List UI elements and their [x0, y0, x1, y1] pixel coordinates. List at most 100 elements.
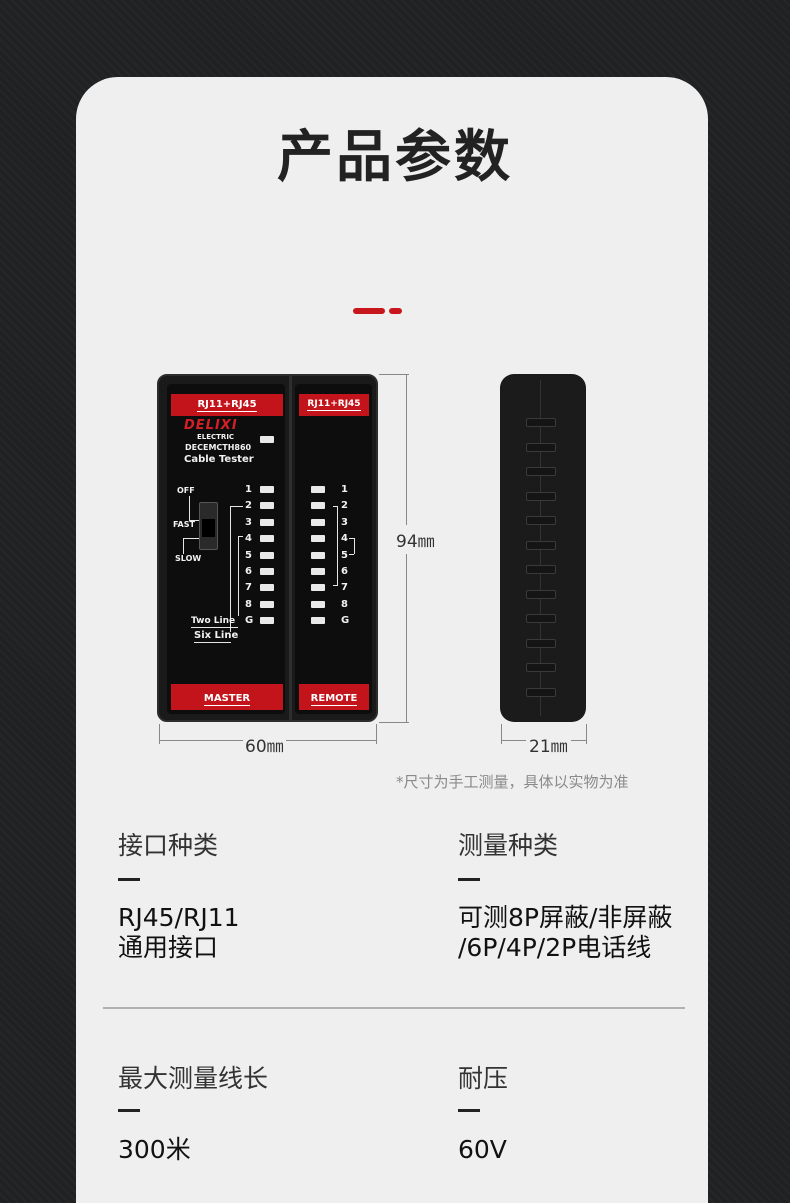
master-bottom-label: MASTER: [171, 684, 283, 710]
tester-side-view: [500, 374, 586, 722]
remote-top-label: RJ11+RJ45: [299, 394, 369, 416]
product-name: Cable Tester: [184, 454, 254, 465]
switch-guide: [189, 496, 190, 520]
device-split-seam: [289, 376, 292, 720]
remote-pin-led: [311, 518, 325, 526]
spec-dash: [458, 1109, 480, 1112]
remote-bracket: [349, 554, 354, 555]
title-accent-dot: [389, 308, 402, 314]
depth-dimension: 21㎜: [526, 732, 571, 757]
dim-line: [501, 724, 502, 744]
remote-pin-number: 1: [341, 484, 348, 495]
brand-sub: ELECTRIC: [197, 433, 235, 441]
tester-front-view: RJ11+RJ45 DELIXI ELECTRIC DECEMCTH860 Ca…: [157, 374, 378, 722]
remote-pin-led: [311, 600, 325, 608]
master-pin-number: 4: [245, 533, 252, 545]
dim-line: [379, 374, 409, 375]
spec-label-max-length: 最大测量线长: [118, 1064, 269, 1093]
remote-pin-number: 5: [341, 549, 348, 561]
spec-dash: [118, 1109, 140, 1112]
remote-pin-number: 6: [341, 566, 348, 577]
remote-pin-number: 7: [341, 582, 348, 594]
master-pin-number: 3: [245, 516, 252, 528]
spec-value-measure-type: 可测8P屏蔽/非屏蔽 /6P/4P/2P电话线: [458, 903, 672, 963]
remote-pin-led: [311, 568, 325, 575]
switch-guide: [189, 520, 199, 521]
switch-fast-label: FAST: [173, 520, 195, 529]
remote-pin-led: [311, 486, 325, 493]
spec-label-voltage: 耐压: [458, 1064, 509, 1093]
speed-switch[interactable]: [199, 502, 218, 550]
wire-bracket: [238, 536, 243, 537]
spec-value-line: 60V: [458, 1135, 507, 1164]
side-grip-slit: [526, 614, 556, 623]
side-grip-slit: [526, 638, 556, 648]
two-line-underline: [191, 627, 238, 628]
dim-line: [159, 724, 160, 744]
switch-knob: [202, 519, 215, 537]
side-grip-slit: [526, 418, 556, 427]
remote-bracket: [333, 585, 338, 586]
two-line-label: Two Line: [191, 616, 236, 626]
remote-pin-number: G: [341, 615, 350, 627]
master-pin-led: [260, 502, 274, 510]
master-pin-number: 1: [245, 484, 252, 495]
wire-bracket: [230, 506, 243, 507]
six-line-underline: [194, 642, 231, 643]
side-grip-slit: [526, 491, 556, 501]
height-dimension: 94㎜: [396, 525, 435, 554]
master-pin-led: [260, 568, 274, 575]
spec-value-voltage: 60V: [458, 1135, 507, 1165]
side-grip-slit: [526, 565, 556, 574]
remote-pin-number: 4: [341, 533, 348, 545]
master-pin-led: [260, 486, 274, 493]
width-dimension: 60㎜: [243, 732, 286, 757]
spec-value-interface: RJ45/RJ11 通用接口: [118, 903, 240, 963]
page-title: 产品参数: [277, 125, 513, 190]
remote-bottom-label: REMOTE: [299, 684, 369, 710]
master-pin-led: [260, 518, 274, 526]
master-pin-number: G: [245, 615, 254, 627]
switch-guide: [183, 538, 184, 554]
remote-pin-number: 8: [341, 598, 348, 610]
dim-line: [586, 724, 587, 744]
remote-bracket: [354, 538, 355, 554]
master-top-label: RJ11+RJ45: [171, 394, 283, 416]
power-led: [260, 436, 274, 443]
remote-pin-led: [311, 535, 325, 543]
side-grip-slit: [526, 442, 556, 452]
spec-dash: [118, 878, 140, 881]
switch-guide: [183, 538, 199, 539]
master-pin-led: [260, 535, 274, 543]
wire-bracket: [230, 506, 231, 632]
spec-value-line: 可测8P屏蔽/非屏蔽: [458, 903, 673, 932]
master-pin-led: [260, 584, 274, 592]
remote-pin-led: [311, 551, 325, 559]
master-pin-number: 8: [245, 598, 252, 610]
brand-logo: DELIXI: [184, 418, 238, 433]
spec-divider: [103, 1007, 685, 1009]
remote-pin-number: 3: [341, 516, 348, 528]
side-grip-slit: [526, 687, 556, 697]
remote-panel: [295, 384, 372, 714]
spec-label-interface: 接口种类: [118, 831, 219, 860]
dim-line: [376, 724, 377, 744]
spec-value-max-length: 300米: [118, 1135, 191, 1165]
side-grip-slit: [526, 467, 556, 476]
title-accent-bar: [353, 308, 385, 314]
spec-value-line: RJ45/RJ11: [118, 903, 240, 932]
dim-line: [379, 722, 409, 723]
remote-bracket: [337, 506, 338, 586]
master-pin-number: 5: [245, 549, 252, 561]
switch-off-label: OFF: [177, 486, 195, 495]
master-pin-led: [260, 617, 274, 625]
spec-label-measure-type: 测量种类: [458, 831, 559, 860]
master-pin-number: 6: [245, 566, 252, 577]
master-pin-number: 7: [245, 582, 252, 594]
remote-bracket: [333, 506, 338, 507]
remote-pin-led: [311, 502, 325, 510]
spec-value-line: 通用接口: [118, 933, 219, 962]
side-grip-slit: [526, 540, 556, 550]
spec-dash: [458, 878, 480, 881]
switch-slow-label: SLOW: [175, 554, 202, 563]
